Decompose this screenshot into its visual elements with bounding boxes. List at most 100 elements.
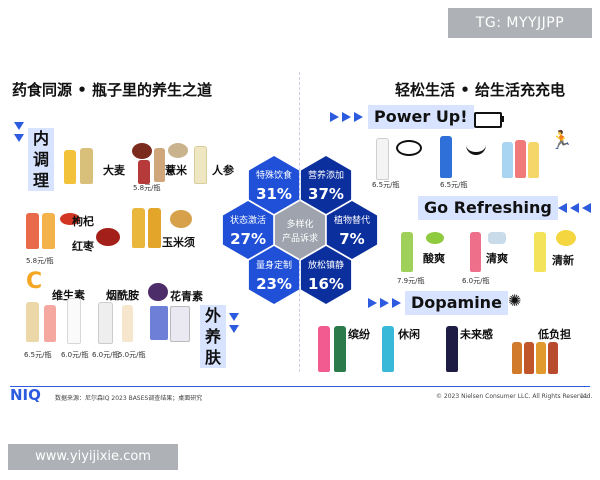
ingredient-corn-silk: 玉米须 bbox=[162, 236, 195, 249]
runner-icon: 🏃 bbox=[550, 130, 573, 151]
product-bottle bbox=[318, 326, 330, 372]
battery-tip bbox=[501, 116, 504, 122]
label-weilaigan: 未来感 bbox=[460, 328, 493, 341]
corn-silk-bowl bbox=[170, 210, 192, 228]
product-bottle bbox=[42, 213, 55, 249]
product-carton bbox=[170, 306, 190, 342]
product-bottle bbox=[67, 298, 81, 344]
label-qingshuang: 清爽 bbox=[486, 252, 508, 265]
price: 6.0元/瓶 bbox=[462, 277, 490, 285]
product-bottle bbox=[536, 342, 546, 374]
wave-icon bbox=[466, 140, 486, 155]
product-bottle bbox=[376, 138, 389, 180]
price: 6.0元/瓶 bbox=[92, 351, 120, 359]
hex-center-label: 多样化 bbox=[286, 218, 313, 230]
product-bottle bbox=[548, 342, 558, 374]
niq-logo: NIQ bbox=[10, 386, 41, 404]
product-bottle bbox=[440, 136, 452, 178]
hex-2 bbox=[300, 156, 352, 214]
lemon-icon bbox=[556, 230, 576, 246]
product-bottle bbox=[401, 232, 413, 272]
hex-6 bbox=[300, 246, 352, 304]
arrow-down-icon bbox=[14, 122, 24, 130]
hex-value: 23% bbox=[256, 275, 292, 293]
product-bottle bbox=[26, 302, 39, 342]
arrow-right-icon bbox=[380, 298, 389, 308]
ingredient-niacinamide: 烟酰胺 bbox=[106, 289, 139, 302]
ice-icon bbox=[488, 232, 506, 244]
ingredient-jujube: 红枣 bbox=[72, 240, 94, 253]
arrow-right-icon bbox=[330, 112, 339, 122]
grain-bowl bbox=[132, 143, 152, 159]
product-carton bbox=[150, 306, 168, 340]
product-bottle bbox=[26, 213, 39, 249]
battery-icon bbox=[474, 112, 502, 128]
price: 6.0元/瓶 bbox=[61, 351, 89, 359]
price: 6.5元/瓶 bbox=[24, 351, 52, 359]
product-bottle bbox=[138, 160, 150, 184]
product-bottle bbox=[122, 305, 133, 342]
hex-label: 放松镇静 bbox=[308, 259, 344, 271]
price: 5.8元/瓶 bbox=[133, 184, 161, 192]
dopamine-banner: Dopamine bbox=[405, 291, 508, 315]
arrow-down-icon bbox=[229, 313, 239, 321]
vitamin-c-icon: C bbox=[26, 269, 43, 294]
product-bottle bbox=[515, 140, 526, 178]
left-title: 药食同源 • 瓶子里的养生之道 bbox=[12, 81, 213, 99]
product-bottle bbox=[194, 146, 207, 184]
label-didan: 低负担 bbox=[538, 328, 571, 341]
right-title: 轻松生活 • 给生活充充电 bbox=[395, 81, 566, 99]
watermark-top: TG: MYYJJPP bbox=[448, 8, 592, 38]
price: 5.0元/瓶 bbox=[118, 351, 146, 359]
footer-source: 数据来源：尼尔森IQ 2023 BASES调查结果；桌面研究 bbox=[55, 395, 203, 402]
ingredient-anthocyanin: 花青素 bbox=[170, 290, 203, 303]
product-bottle bbox=[528, 142, 539, 178]
arrow-left-icon bbox=[582, 203, 591, 213]
arrow-right-icon bbox=[392, 298, 401, 308]
arrow-right-icon bbox=[342, 112, 351, 122]
hex-center-label: 产品诉求 bbox=[282, 232, 318, 244]
hex-3 bbox=[222, 201, 274, 259]
product-bottle bbox=[44, 305, 56, 342]
product-bottle bbox=[382, 326, 394, 372]
hex-label: 状态激活 bbox=[230, 214, 266, 226]
planet-icon bbox=[396, 140, 422, 156]
hexagon-chart: 特殊饮食31%营养添加37%状态激活27%植物替代7%量身定制23%放松镇静16… bbox=[222, 156, 378, 304]
ingredient-yiyi: 薏米 bbox=[165, 164, 187, 177]
footer-rule bbox=[10, 386, 590, 387]
label-suanshuang: 酸爽 bbox=[423, 252, 445, 265]
label-binfen: 缤纷 bbox=[348, 328, 370, 341]
jujube-pile bbox=[96, 228, 120, 246]
grain-bowl bbox=[168, 143, 188, 158]
product-bottle bbox=[334, 326, 346, 372]
label-qingxin: 清新 bbox=[552, 254, 574, 267]
watermark-bottom: www.yiyijixie.com bbox=[8, 444, 178, 470]
product-bottle bbox=[446, 326, 458, 372]
footer-copyright: © 2023 Nielsen Consumer LLC. All Rights … bbox=[436, 393, 593, 400]
blueberry-pile bbox=[148, 283, 168, 301]
hex-label: 特殊饮食 bbox=[256, 169, 292, 181]
price: 6.5元/瓶 bbox=[372, 181, 400, 189]
price: 5.8元/瓶 bbox=[26, 257, 54, 265]
arrow-down-icon bbox=[14, 134, 24, 142]
hex-value: 16% bbox=[308, 275, 344, 293]
page-number: 11 bbox=[580, 393, 588, 400]
go-refreshing-banner: Go Refreshing bbox=[418, 196, 558, 220]
hex-value: 31% bbox=[256, 185, 292, 203]
hex-5 bbox=[248, 246, 300, 304]
price: 7.9元/瓶 bbox=[397, 277, 425, 285]
product-bottle bbox=[512, 342, 522, 374]
hex-value: 27% bbox=[230, 230, 266, 248]
goji-bowl bbox=[60, 213, 80, 225]
product-bottle bbox=[154, 148, 165, 182]
arrow-down-icon bbox=[229, 325, 239, 333]
nei-tiao-li-label: 内调理 bbox=[28, 128, 54, 191]
hex-1 bbox=[248, 156, 300, 214]
product-bottle bbox=[148, 208, 161, 248]
hex-center bbox=[274, 201, 326, 259]
hex-label: 量身定制 bbox=[256, 259, 292, 271]
hex-label: 营养添加 bbox=[308, 169, 344, 181]
price: 6.5元/瓶 bbox=[440, 181, 468, 189]
ingredient-goji: 枸杞 bbox=[72, 215, 94, 228]
product-bottle bbox=[524, 342, 534, 374]
